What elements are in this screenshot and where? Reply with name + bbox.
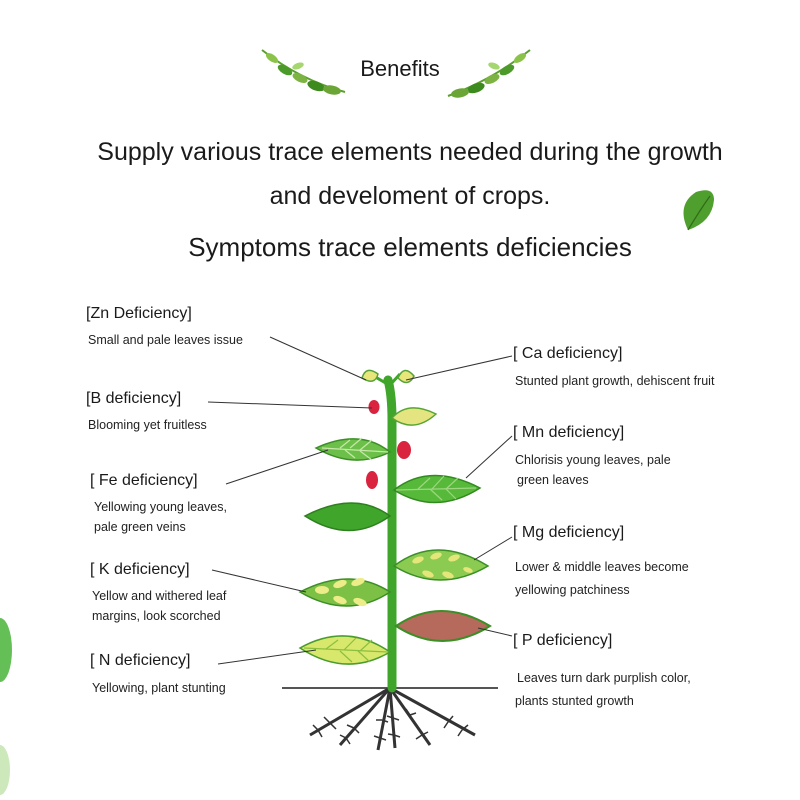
ca-deficiency-label: [ Ca deficiency] [513, 345, 623, 362]
n-deficiency-label: [ N deficiency] [90, 652, 191, 669]
b-deficiency-label: [B deficiency] [86, 390, 182, 407]
zn-deficiency-desc: Small and pale leaves issue [88, 333, 243, 347]
mg-deficiency-desc-1: Lower & middle leaves become [515, 560, 689, 574]
fruit-1 [397, 441, 411, 459]
floating-leaf-icon [683, 190, 714, 231]
zn-deficiency-label: [Zn Deficiency] [86, 305, 192, 322]
fe-deficiency-label: [ Fe deficiency] [90, 472, 198, 489]
fe-deficiency-desc-2: pale green veins [94, 520, 186, 534]
p-deficiency-desc-1: Leaves turn dark purplish color, [517, 671, 691, 685]
k-patches [315, 577, 367, 607]
headline-line-2: and develoment of crops. [269, 182, 551, 210]
mn-deficiency-desc-2: green leaves [517, 473, 589, 487]
n-deficiency-desc: Yellowing, plant stunting [92, 681, 226, 695]
p-deficiency-label: [ P deficiency] [513, 632, 613, 649]
mg-patches [412, 552, 473, 579]
k-deficiency-desc-1: Yellow and withered leaf [92, 589, 227, 603]
edge-leaf-icon [0, 618, 12, 795]
right-laurel-icon [447, 49, 531, 98]
fruit-2 [366, 471, 378, 489]
fruit-bud [368, 400, 380, 414]
leaf-upper-right [390, 407, 438, 426]
main-stem [383, 375, 397, 693]
leaf-left-dark [303, 502, 392, 532]
leaf-zn [361, 369, 379, 382]
leader-lines [207, 336, 513, 665]
roots [309, 686, 476, 751]
headline-line-1: Supply various trace elements needed dur… [97, 138, 723, 166]
mn-deficiency-label: [ Mn deficiency] [513, 424, 625, 441]
leaf-ca [397, 369, 415, 384]
mn-deficiency-desc-1: Chlorisis young leaves, pale [515, 453, 671, 467]
mg-deficiency-label: [ Mg deficiency] [513, 524, 625, 541]
k-deficiency-label: [ K deficiency] [90, 561, 190, 578]
left-laurel-icon [261, 49, 346, 95]
leaf-p [394, 610, 492, 642]
k-deficiency-desc-2: margins, look scorched [92, 609, 221, 623]
b-deficiency-desc: Blooming yet fruitless [88, 418, 207, 432]
p-deficiency-desc-2: plants stunted growth [515, 694, 634, 708]
mg-deficiency-desc-2: yellowing patchiness [515, 583, 630, 597]
benefits-title: Benefits [360, 56, 440, 81]
fe-deficiency-desc-1: Yellowing young leaves, [94, 500, 227, 514]
root-hairs [312, 708, 469, 745]
ca-deficiency-desc: Stunted plant growth, dehiscent fruit [515, 374, 715, 388]
symptoms-heading: Symptoms trace elements deficiencies [188, 232, 632, 262]
